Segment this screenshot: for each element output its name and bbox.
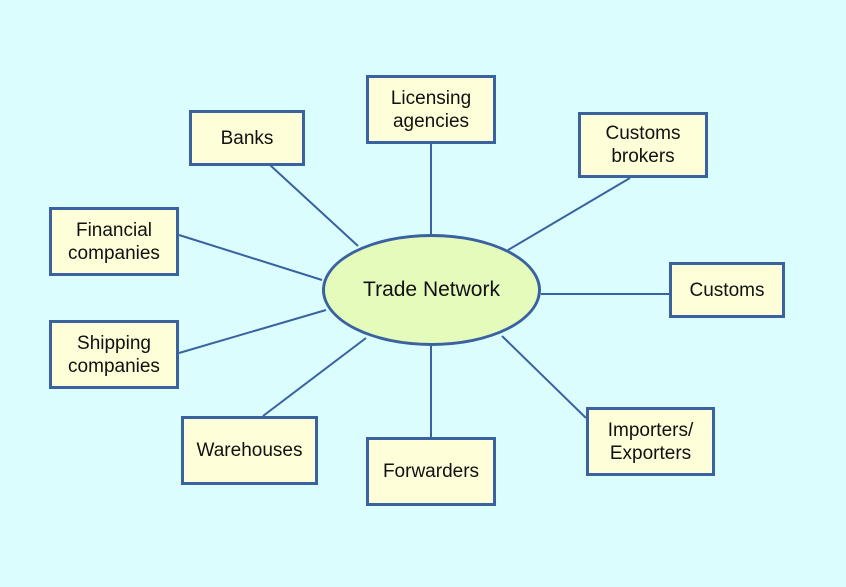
node-customs-brokers: Customs brokers [578, 112, 708, 178]
node-label-line: companies [68, 355, 160, 377]
connector-banks [269, 164, 359, 247]
node-label-line: Customs [605, 123, 681, 144]
node-label-line: Importers/ [607, 419, 694, 441]
connector-importers-exporters [501, 335, 587, 419]
node-label-line: Exporters [609, 442, 692, 464]
node-label-line: Customs [689, 279, 765, 301]
node-label-line: Banks [220, 127, 274, 149]
node-shipping-companies: Shipping companies [49, 320, 179, 389]
node-banks: Banks [189, 110, 305, 166]
node-warehouses: Warehouses [181, 416, 318, 485]
node-label-line: Warehouses [196, 440, 303, 461]
node-licensing-agencies: Licensing agencies [366, 75, 496, 144]
connector-customs-brokers [507, 177, 631, 251]
node-forwarders: Forwarders [366, 437, 496, 506]
node-financial-companies: Financial companies [49, 207, 179, 276]
node-label-line: agencies [392, 110, 470, 132]
connector-shipping-companies [178, 309, 327, 354]
node-label-line: Licensing [390, 87, 472, 109]
connector-warehouses [262, 337, 367, 417]
center-node-trade-network: Trade Network [322, 234, 541, 346]
node-importers-exporters: Importers/ Exporters [586, 407, 715, 476]
node-customs: Customs [669, 262, 785, 318]
node-label-line: brokers [611, 146, 675, 167]
node-label-line: Forwarders [382, 461, 480, 482]
node-label-line: companies [68, 242, 160, 264]
node-label-line: Financial [75, 219, 153, 241]
node-label-line: Shipping [77, 332, 151, 354]
connector-financial-companies [178, 234, 323, 281]
